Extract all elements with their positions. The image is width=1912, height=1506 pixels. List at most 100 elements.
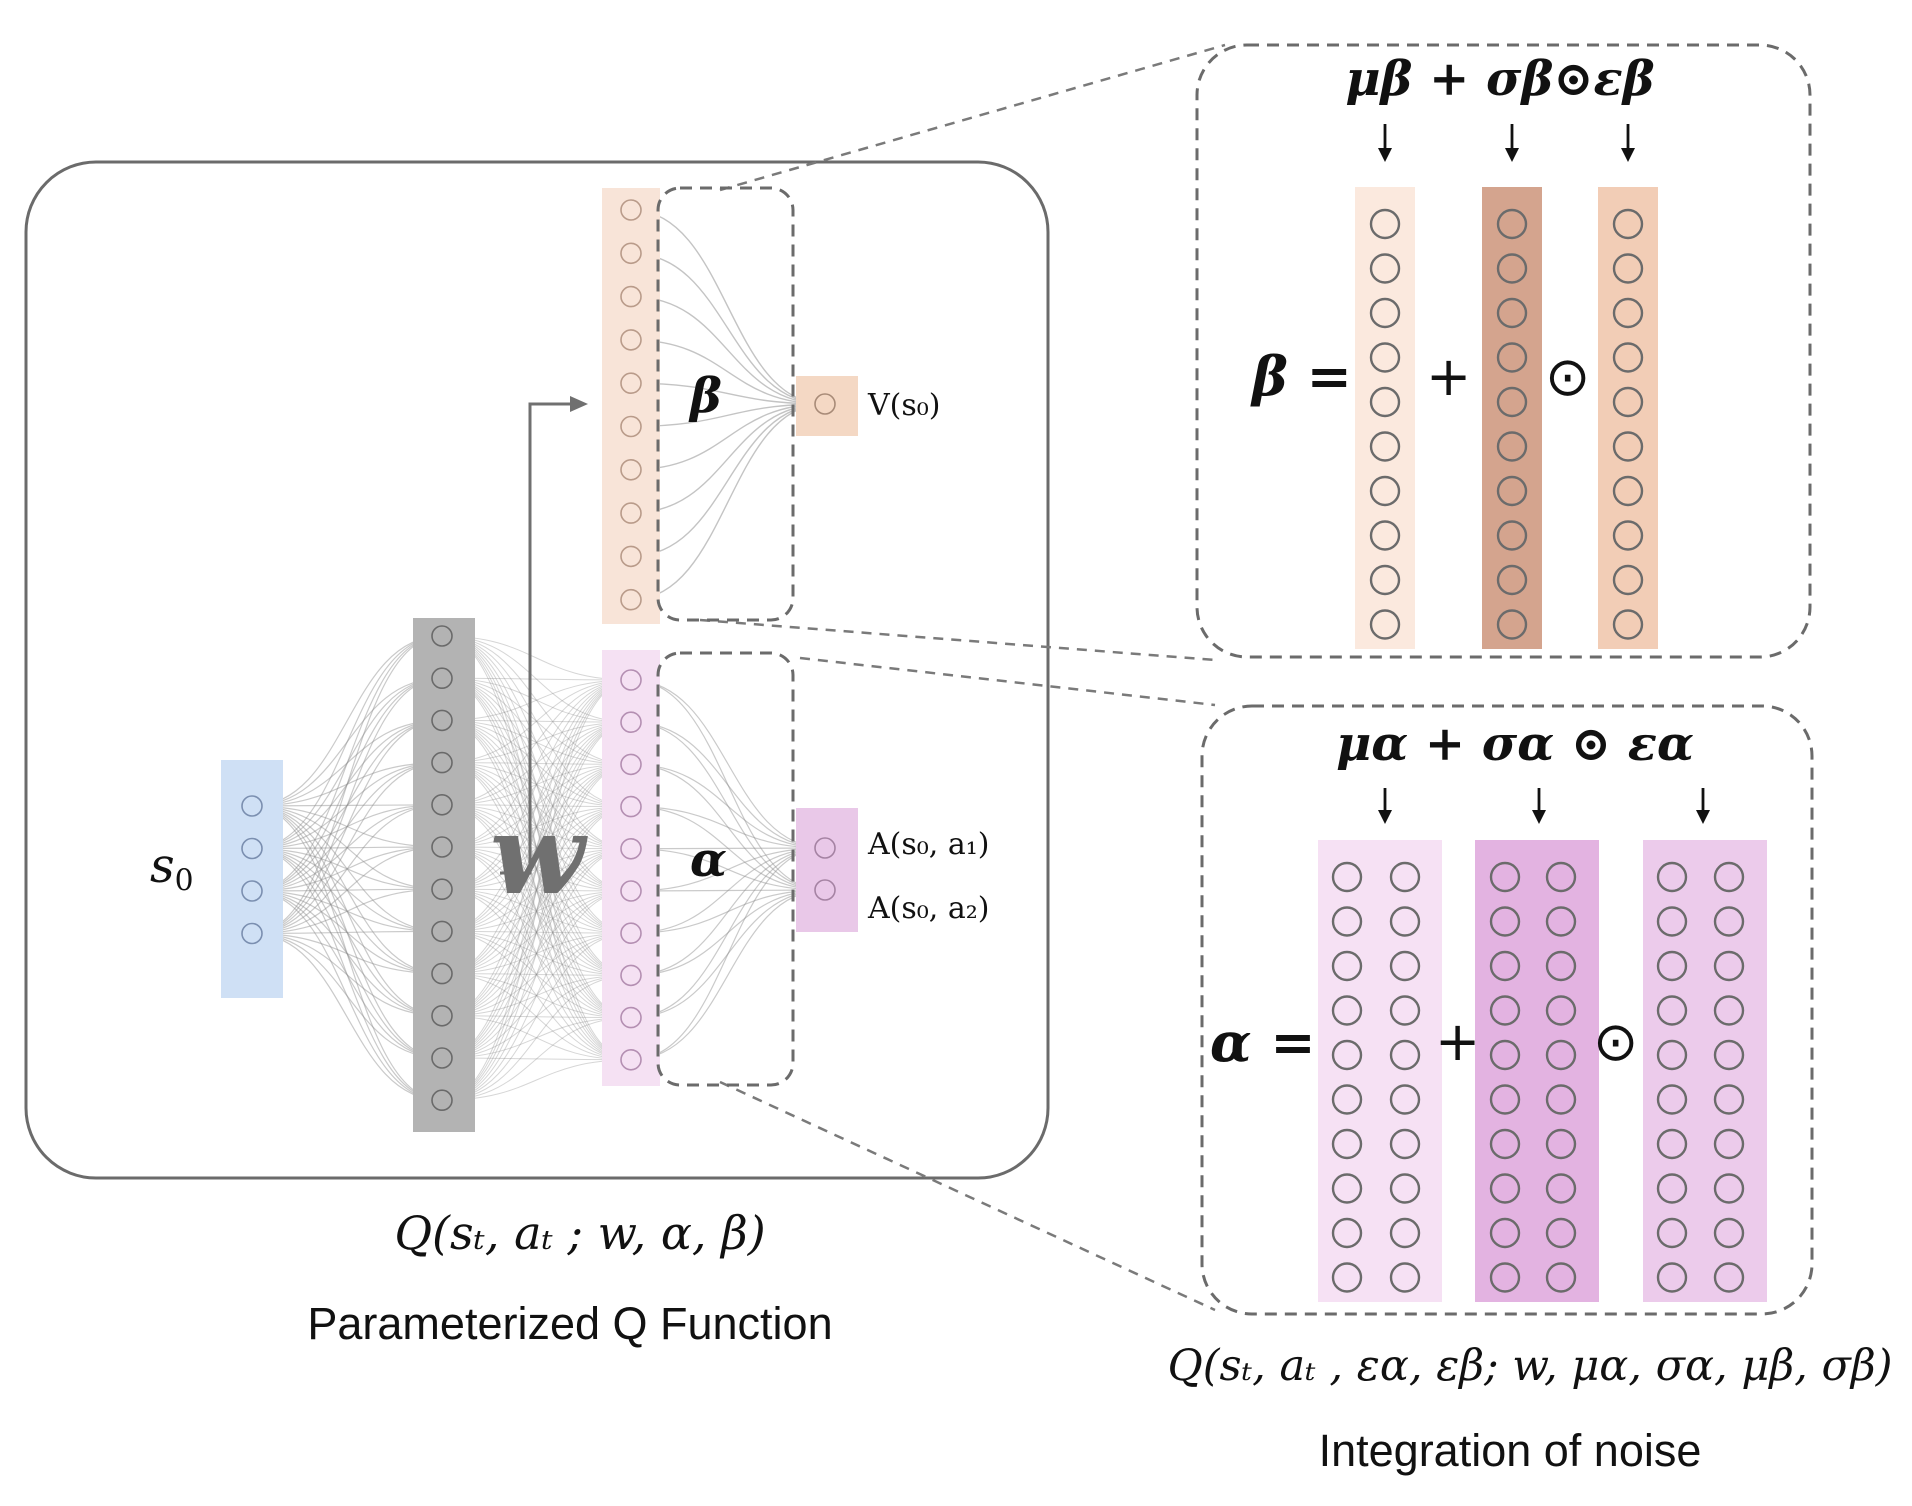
connection-line: [441, 677, 632, 976]
input-layer: [221, 760, 283, 998]
connection-line: [441, 635, 632, 976]
connection-line: [441, 635, 632, 892]
connection-line: [441, 677, 632, 892]
connection-line: [441, 635, 632, 850]
neuron-node: [1545, 995, 1577, 1026]
neuron-node: [1612, 342, 1644, 373]
connection-line: [441, 762, 632, 976]
neuron-node: [1489, 950, 1521, 982]
neuron-node: [431, 1004, 453, 1027]
neuron-node: [241, 880, 263, 902]
epsilon-beta-column: [1598, 187, 1658, 649]
connection-line: [630, 679, 826, 891]
neuron-node: [1496, 520, 1528, 551]
connection-line: [441, 677, 632, 934]
connection-line: [251, 890, 443, 975]
connection-line: [251, 847, 443, 1017]
neuron-node: [1369, 431, 1401, 462]
neuron-node: [431, 793, 453, 816]
alpha-noise-header: μα + σα ⊙ εα: [1336, 716, 1694, 772]
connection-line: [251, 677, 443, 935]
neuron-node: [241, 922, 263, 945]
epsilon-alpha-column: [1643, 840, 1767, 1302]
neuron-node: [1713, 1173, 1745, 1204]
beta-equation-lhs: β =: [1252, 344, 1352, 408]
neuron-node: [1389, 1173, 1421, 1204]
connection-line: [630, 209, 826, 405]
sigma-alpha-column: [1475, 840, 1599, 1302]
connection-line: [251, 890, 443, 1017]
neuron-node: [1713, 906, 1745, 937]
advantage-output-layer: [796, 808, 858, 932]
connection-line: [251, 805, 443, 1059]
neuron-node: [620, 753, 642, 776]
neuron-node: [1612, 208, 1644, 240]
neuron-node: [1713, 1039, 1745, 1071]
neuron-node: [1496, 386, 1528, 418]
neuron-node: [1656, 906, 1688, 937]
neuron-node: [1389, 1217, 1421, 1249]
connection-line: [630, 847, 826, 1019]
neuron-node: [620, 588, 642, 611]
connection-line: [251, 932, 443, 1059]
parameterized-q-caption: Parameterized Q Function: [307, 1298, 833, 1349]
neuron-node: [620, 669, 642, 691]
neuron-node: [620, 199, 642, 221]
connection-line: [251, 677, 443, 850]
beta-odot-operator: ⊙: [1545, 345, 1591, 408]
connection-line: [441, 848, 632, 1101]
alpha-equation-lhs: α =: [1210, 1010, 1316, 1074]
connection-line: [251, 635, 443, 850]
neuron-node: [1331, 906, 1363, 937]
connection-line: [630, 806, 826, 891]
neuron-node: [1489, 1039, 1521, 1071]
connection-line: [441, 719, 632, 1061]
neuron-node: [1369, 609, 1401, 640]
alpha-layer: [602, 650, 660, 1086]
connection-line: [441, 763, 632, 975]
neuron-node: [431, 709, 453, 732]
neuron-node: [1389, 1128, 1421, 1160]
neuron-node: [1331, 950, 1363, 982]
neuron-node: [1612, 253, 1644, 284]
neuron-node: [1656, 1084, 1688, 1115]
neuron-node: [1656, 1262, 1688, 1293]
connection-line: [251, 805, 443, 975]
neuron-node: [1656, 950, 1688, 982]
noisy-q-formula: Q(sₜ, aₜ , εα, εβ; w, μα, σα, μβ, σβ): [1167, 1341, 1893, 1391]
connection-line: [441, 806, 632, 1059]
neuron-node: [1331, 1039, 1363, 1071]
neuron-node: [1496, 475, 1528, 507]
connection-line: [251, 719, 443, 935]
neuron-node: [620, 415, 642, 438]
neuron-node: [814, 837, 836, 859]
zoom-columns: [1318, 187, 1767, 1302]
connection-line: [441, 721, 632, 1101]
connection-line: [441, 804, 632, 1061]
neuron-node: [620, 880, 642, 902]
input-label: s0: [150, 838, 194, 899]
neuron-node: [1496, 609, 1528, 640]
neuron-node: [1656, 1173, 1688, 1204]
connection-line: [441, 804, 632, 1019]
neuron-node: [1612, 297, 1644, 329]
value-output-label: V(s₀): [868, 388, 941, 423]
neuron-node: [1331, 1262, 1363, 1293]
neuron-node: [1612, 431, 1644, 462]
connection-line: [630, 252, 826, 405]
connection-line: [251, 847, 443, 1059]
neuron-node: [241, 837, 263, 860]
connection-line: [441, 806, 632, 1101]
neuron-node: [1713, 1084, 1745, 1115]
connection-line: [441, 679, 632, 975]
neuron-node: [1496, 342, 1528, 373]
neuron-node: [1545, 1128, 1577, 1160]
connection-line: [441, 763, 632, 1059]
neuron-node: [1369, 475, 1401, 507]
neuron-node: [1489, 995, 1521, 1026]
connection-line: [251, 805, 443, 932]
connection-line: [630, 403, 826, 601]
neuron-node: [1496, 253, 1528, 284]
connection-line: [630, 679, 826, 849]
connection-line: [251, 635, 443, 892]
